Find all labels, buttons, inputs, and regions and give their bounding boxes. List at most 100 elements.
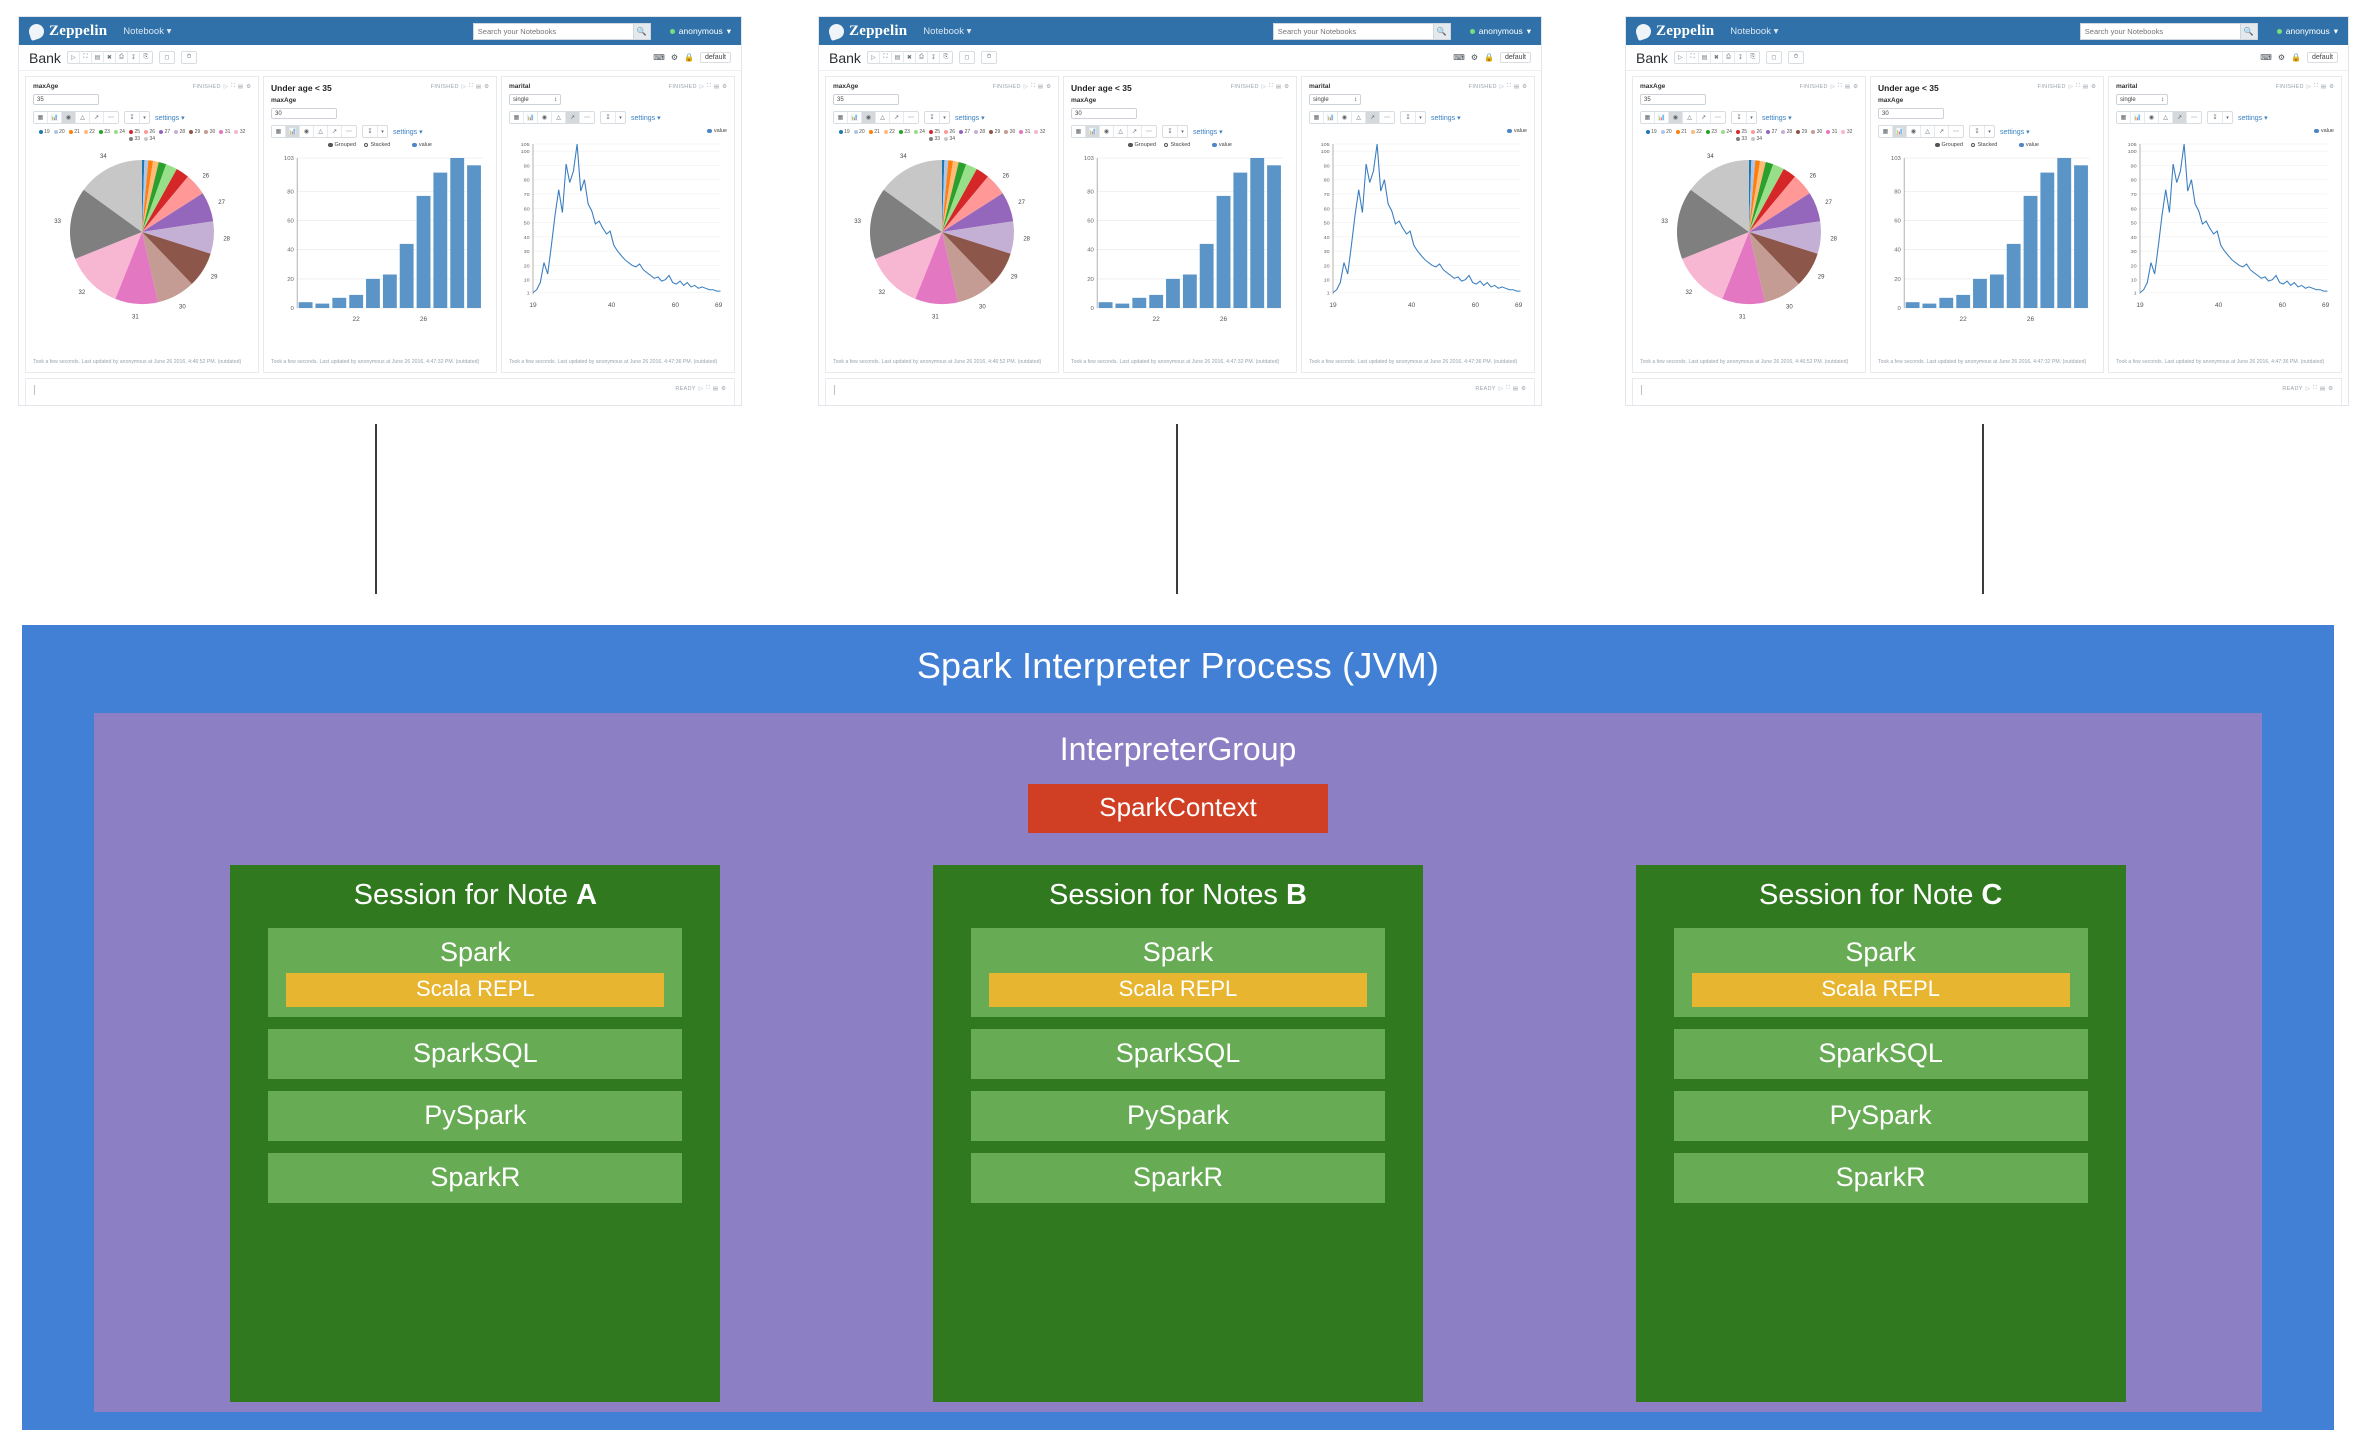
paragraph-line[interactable]: marital FINISHED ▷ ⛶ ▤ ⚙ single↕ ▦ 📊 ◉ △… [501, 76, 735, 373]
settings-link[interactable]: settings ▾ [631, 114, 661, 122]
legend-item[interactable]: 22 [1690, 129, 1702, 135]
trash-icon[interactable]: ◻ [958, 51, 975, 64]
trash-icon[interactable]: ◻ [1765, 51, 1782, 64]
download-icon[interactable]: ↧ [1167, 129, 1173, 135]
legend-item[interactable]: 25 [928, 129, 940, 135]
line-chart-icon[interactable]: ↗ [90, 112, 104, 123]
bar-chart-icon[interactable]: 📊 [2131, 112, 2145, 123]
download-group[interactable]: ↧ ▾ [600, 111, 626, 124]
max-age-input[interactable]: 35 [33, 94, 99, 105]
gear-icon[interactable]: ⚙ [2329, 83, 2334, 90]
bar-chart-icon[interactable]: 📊 [1086, 126, 1100, 137]
schedule-icon[interactable]: ⏱ [980, 51, 997, 64]
legend-item[interactable]: 24 [913, 129, 925, 135]
lock-icon[interactable]: 🔒 [684, 53, 694, 62]
download-group[interactable]: ↧ ▾ [1969, 125, 1995, 138]
lock-icon[interactable]: 🔒 [2291, 53, 2301, 62]
line-chart-icon[interactable]: ↗ [2173, 112, 2187, 123]
download-icon[interactable]: ↧ [129, 115, 135, 121]
legend-item[interactable]: 22 [83, 129, 95, 135]
legend-item[interactable]: 23 [898, 129, 910, 135]
paragraph-line[interactable]: marital FINISHED ▷ ⛶ ▤ ⚙ single↕ ▦ 📊 ◉ △… [2108, 76, 2342, 373]
legend-item[interactable]: 21 [1675, 129, 1687, 135]
legend-item[interactable]: 32 [234, 129, 245, 135]
scatter-chart-icon[interactable]: ⋯ [1384, 115, 1390, 121]
scatter-chart-icon[interactable]: ⋯ [1715, 115, 1721, 121]
gear-icon[interactable]: ⚙ [246, 83, 251, 90]
user-menu[interactable]: anonymous▾ [1469, 26, 1531, 37]
gear-icon[interactable]: ⚙ [484, 83, 489, 90]
legend-item[interactable]: 32 [1841, 129, 1852, 135]
area-chart-icon[interactable]: △ [76, 112, 90, 123]
paragraph-pie[interactable]: maxAge FINISHED ▷ ⛶ ▤ ⚙ 35 ▦ 📊 ◉ △ ↗ ⋯ [825, 76, 1059, 373]
area-chart-icon[interactable]: △ [1114, 126, 1128, 137]
clone-icon[interactable]: ⎙ [116, 52, 128, 63]
gear-icon[interactable]: ⚙ [1521, 385, 1526, 392]
line-chart-icon[interactable]: ↗ [1935, 126, 1949, 137]
export-icon[interactable]: ↧ [1735, 52, 1747, 63]
collapse-icon[interactable]: ⛶ [80, 52, 92, 63]
run-icon[interactable]: ▷ [2305, 385, 2310, 392]
legend-item[interactable]: 26 [144, 129, 155, 135]
search-box[interactable]: 🔍 [472, 22, 651, 40]
paragraph-pie[interactable]: maxAge FINISHED ▷ ⛶ ▤ ⚙ 35 ▦ 📊 ◉ △ ↗ ⋯ [1632, 76, 1866, 373]
pie-chart-icon[interactable]: ◉ [2145, 112, 2159, 123]
search-icon[interactable]: 🔍 [1432, 22, 1451, 40]
run-all-icon[interactable]: ▷ [868, 52, 880, 63]
show-editor-icon[interactable]: ▤ [1275, 83, 1282, 90]
gear-icon[interactable]: ⚙ [2091, 83, 2096, 90]
export-icon[interactable]: ↧ [928, 52, 940, 63]
pie-chart-icon[interactable]: ◉ [300, 126, 314, 137]
pie-chart-icon[interactable]: ◉ [1669, 112, 1683, 123]
max-age-input[interactable]: 35 [833, 94, 899, 105]
legend-item[interactable]: 28 [174, 129, 185, 135]
bar-chart-icon[interactable]: 📊 [286, 126, 300, 137]
chevron-down-icon[interactable]: ▾ [1984, 126, 1994, 137]
download-icon[interactable]: ↧ [367, 129, 373, 135]
show-editor-icon[interactable]: ▤ [2082, 83, 2089, 90]
viz-type-group[interactable]: ▦ 📊 ◉ △ ↗ ⋯ [833, 111, 919, 124]
collapse-icon[interactable]: ⛶ [1687, 52, 1699, 63]
copy-icon[interactable]: ⎘ [943, 54, 949, 60]
gear-icon[interactable]: ⚙ [1470, 53, 1478, 62]
show-editor-icon[interactable]: ▤ [1513, 83, 1520, 90]
search-icon[interactable]: 🔍 [632, 22, 651, 40]
max-age-input[interactable]: 35 [1640, 94, 1706, 105]
download-icon[interactable]: ↧ [1405, 115, 1411, 121]
line-chart-icon[interactable]: ↗ [1128, 126, 1142, 137]
grouped-option[interactable]: Grouped [328, 142, 356, 148]
expand-icon[interactable]: ⛶ [1507, 83, 1511, 89]
zeppelin-logo[interactable]: Zeppelin [827, 21, 907, 41]
line-chart-icon[interactable]: ↗ [566, 112, 580, 123]
scatter-chart-icon[interactable]: ⋯ [346, 129, 352, 135]
legend-item[interactable]: 34 [944, 136, 955, 142]
legend-item[interactable]: 26 [944, 129, 955, 135]
pie-chart-icon[interactable]: ◉ [62, 112, 76, 123]
gear-icon[interactable]: ⚙ [1284, 83, 1289, 90]
user-menu[interactable]: anonymous▾ [669, 26, 731, 37]
grouped-option[interactable]: Grouped [1935, 142, 1963, 148]
legend-item[interactable]: 31 [1826, 129, 1837, 135]
expand-icon[interactable]: ⛶ [2314, 83, 2318, 89]
chevron-down-icon[interactable]: ▾ [377, 126, 387, 137]
scatter-chart-icon[interactable]: ⋯ [1953, 129, 1959, 135]
area-chart-icon[interactable]: △ [2159, 112, 2173, 123]
run-icon[interactable]: ▷ [1261, 83, 1266, 90]
run-icon[interactable]: ▷ [2068, 83, 2073, 90]
area-chart-icon[interactable]: △ [876, 112, 890, 123]
interpreter-binding[interactable]: default [2306, 52, 2338, 63]
search-input[interactable] [472, 22, 633, 40]
bar-chart-icon[interactable]: 📊 [848, 112, 862, 123]
marital-select[interactable]: single↕ [509, 94, 561, 105]
download-icon[interactable]: ↧ [2212, 115, 2218, 121]
notebook-menu[interactable]: Notebook ▾ [923, 25, 972, 37]
marital-select[interactable]: single↕ [1309, 94, 1361, 105]
pie-chart-icon[interactable]: ◉ [1907, 126, 1921, 137]
settings-link[interactable]: settings ▾ [2238, 114, 2268, 122]
run-icon[interactable]: ▷ [461, 83, 466, 90]
interpreter-binding[interactable]: default [1499, 52, 1531, 63]
show-editor-icon[interactable]: ▤ [2320, 83, 2327, 90]
viz-type-group[interactable]: ▦ 📊 ◉ △ ↗ ⋯ [1878, 125, 1964, 138]
table-icon[interactable]: ▦ [1072, 126, 1086, 137]
run-icon[interactable]: ▷ [223, 83, 228, 90]
